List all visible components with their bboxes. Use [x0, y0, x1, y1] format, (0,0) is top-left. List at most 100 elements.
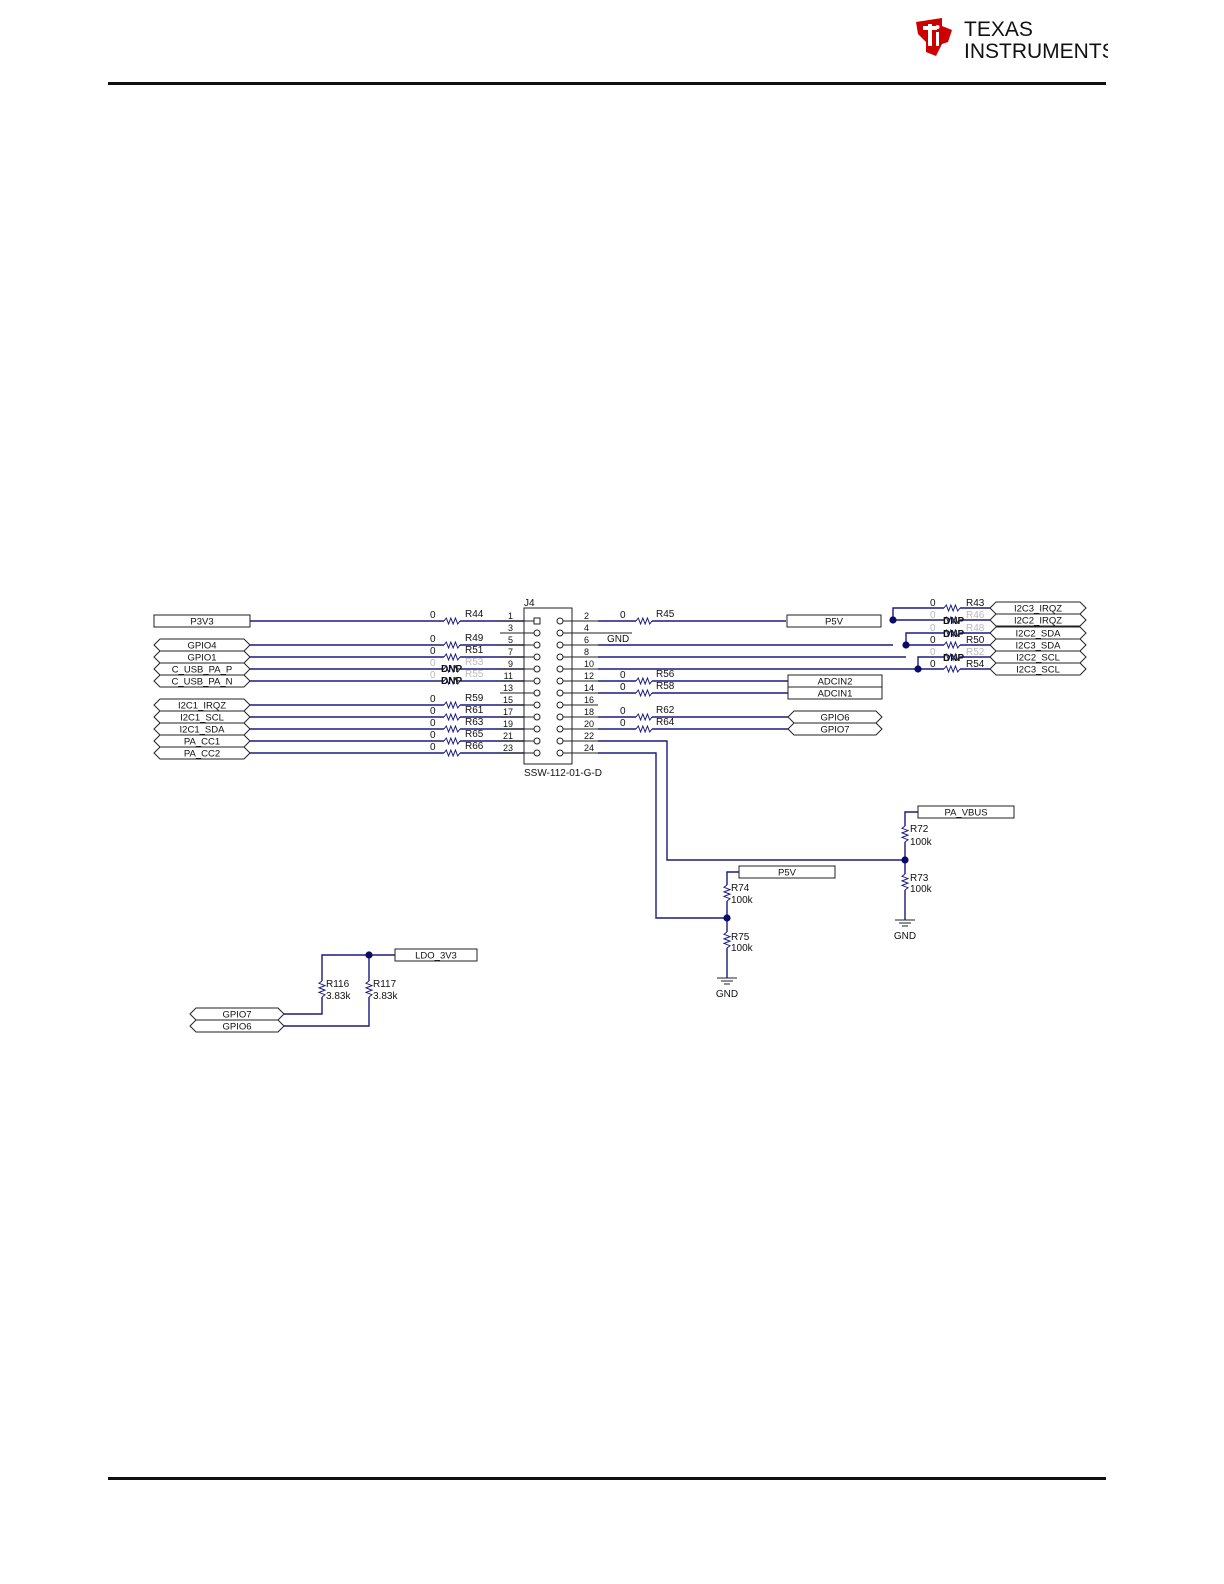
pin-number: 4	[584, 623, 589, 633]
resistor-r64	[635, 724, 653, 734]
pin-circle	[556, 677, 564, 685]
net-label-p3v3: P3V3	[190, 617, 213, 628]
net-label-gpio7: GPIO7	[820, 725, 849, 736]
pin-circle	[533, 701, 541, 709]
resistor-r46	[943, 615, 961, 625]
pin-number: 23	[503, 743, 513, 753]
pin-circle	[533, 677, 541, 685]
pin-number: 1	[508, 611, 513, 621]
resistor-r65	[443, 736, 461, 746]
net-label-gpio1: GPIO1	[187, 653, 216, 664]
net-label-adcin2: ADCIN2	[818, 677, 853, 688]
ground-label: GND	[894, 931, 916, 942]
resistor-r48	[943, 628, 961, 638]
labels: J4SSW-112-01-G-D135791113151719212324681…	[171, 598, 1062, 1033]
dnp-marker: DNP	[441, 676, 462, 687]
resistor-ref: R66	[465, 741, 484, 752]
resistor-ref: R59	[465, 693, 484, 704]
resistor-value: 0	[930, 659, 936, 670]
wire	[892, 607, 944, 620]
resistor-ref: R74	[731, 883, 750, 894]
resistor-value: 0	[430, 610, 436, 621]
connector-ref: J4	[524, 598, 535, 609]
pin1-square	[533, 617, 541, 625]
net-label-pa-vbus: PA_VBUS	[944, 808, 987, 819]
net-label-i2c3-scl-box	[989, 662, 1087, 676]
resistor-ref: R46	[966, 610, 985, 621]
ti-logo-icon	[916, 18, 952, 56]
resistor-r53	[443, 664, 461, 674]
net-label-adcin1-box	[787, 686, 883, 700]
wire	[904, 811, 918, 826]
pin-number: 11	[504, 671, 513, 681]
wire	[598, 740, 905, 861]
pin-circle	[556, 665, 564, 673]
resistor-value: 0	[430, 694, 436, 705]
pin-number: 24	[584, 743, 594, 753]
pin-circle	[533, 629, 541, 637]
wires	[250, 607, 990, 1027]
net-label-p5v-divider-box	[738, 865, 836, 879]
pin-number: 10	[584, 659, 594, 669]
wire	[726, 871, 739, 885]
resistor-r61	[443, 712, 461, 722]
pin-number: 6	[584, 635, 589, 645]
net-label-gpio6: GPIO6	[820, 713, 849, 724]
resistor-value: 0	[930, 647, 936, 658]
resistor-r59	[443, 700, 461, 710]
pin-number: 7	[508, 647, 513, 657]
pin-number: 22	[584, 731, 594, 741]
resistor-r62	[635, 712, 653, 722]
net-label-gpio4: GPIO4	[187, 641, 216, 652]
wire	[905, 632, 944, 645]
net-label-i2c2-irqz: I2C2_IRQZ	[1014, 616, 1062, 627]
junction-dot	[889, 616, 897, 624]
resistor-ref: R75	[731, 932, 750, 943]
dnp-marker: DNP	[441, 664, 462, 675]
resistor-r72	[900, 825, 910, 843]
pin-circle	[556, 617, 564, 625]
net-label-ldo-3v3-box	[394, 948, 478, 962]
pin-circle	[533, 725, 541, 733]
net-label-gpio6-pullup: GPIO6	[222, 1022, 251, 1033]
ground-label: GND	[716, 989, 738, 1000]
resistor-value: 0	[620, 610, 626, 621]
resistor-ref: R58	[656, 681, 675, 692]
pin-circle	[533, 713, 541, 721]
resistor-r43	[943, 603, 961, 613]
net-label-p5v-divider: P5V	[778, 868, 797, 879]
resistor-value: 0	[430, 634, 436, 645]
footer-rule	[108, 1477, 1106, 1480]
resistor-ref: R52	[966, 647, 985, 658]
resistor-ref: R65	[465, 729, 484, 740]
pin-number: 16	[584, 695, 594, 705]
net-label-c-usb-pa-n-box	[153, 674, 251, 688]
net-label-i2c1-irqz: I2C1_IRQZ	[178, 701, 226, 712]
net-label-gpio7-pullup: GPIO7	[222, 1010, 251, 1021]
resistor-value: 0	[430, 730, 436, 741]
resistor-value: 100k	[910, 837, 933, 848]
resistor-r63	[443, 724, 461, 734]
net-label-pa-cc2-box	[153, 746, 251, 760]
resistor-value: 0	[430, 646, 436, 657]
brand-line2: Instruments	[964, 40, 1108, 62]
pin-number: 12	[584, 671, 594, 681]
resistor-ref: R44	[465, 609, 484, 620]
resistor-value: 0	[620, 718, 626, 729]
net-label-adcin1: ADCIN1	[818, 689, 853, 700]
brand-line1: Texas	[964, 18, 1033, 41]
net-label-pa-cc1: PA_CC1	[184, 737, 220, 748]
resistor-r73	[900, 873, 910, 891]
junction-dot	[365, 951, 373, 959]
resistor-ref: R53	[465, 657, 484, 668]
net-label-c-usb-pa-n: C_USB_PA_N	[171, 677, 232, 688]
resistor-ref: R62	[656, 705, 675, 716]
resistor-value: 100k	[731, 895, 754, 906]
pin-number: 15	[503, 695, 513, 705]
junction-dot	[901, 856, 909, 864]
net-label-pa-cc2: PA_CC2	[184, 749, 220, 760]
resistor-r66	[443, 748, 461, 758]
dnp-marker: DNP	[943, 616, 964, 627]
wire	[284, 997, 370, 1027]
pin-number: 17	[503, 707, 513, 717]
